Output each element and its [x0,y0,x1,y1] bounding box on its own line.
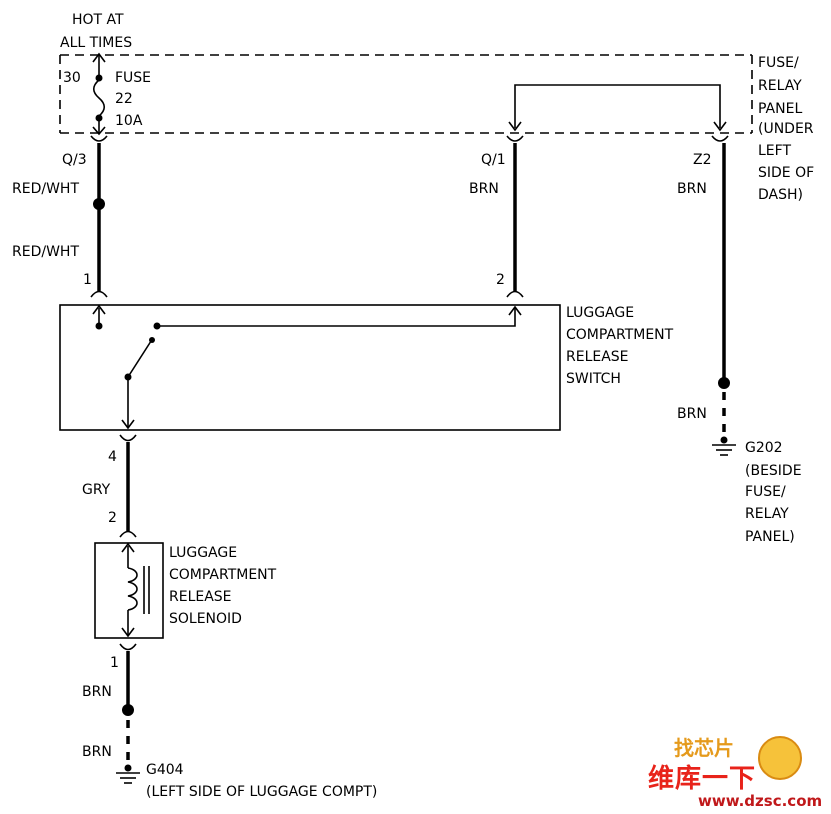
ground-g202-symbol [712,436,736,456]
panel-label-1: FUSE/ [758,55,799,71]
panel-label-7: DASH) [758,187,803,203]
power-feed [92,52,106,136]
switch-pin2-label: 2 [496,272,505,288]
connector-q3-label: Q/3 [62,152,87,168]
switch-label-3: RELEASE [566,349,629,365]
panel-label-3: PANEL [758,101,802,117]
switch-label-1: LUGGAGE [566,305,634,321]
splice-dot [718,377,730,389]
splice-dot [122,704,134,716]
switch-label-4: SWITCH [566,371,621,387]
switch-box [59,304,561,431]
g202-label-4: RELAY [745,506,789,522]
terminal-30-label: 30 [63,70,81,86]
fuse-rating-label: 10A [115,113,143,129]
ground-g404-symbol [116,764,140,784]
g202-label-5: PANEL) [745,529,795,545]
solenoid-label-4: SOLENOID [169,611,242,627]
solenoid-box [94,542,164,639]
wire-brn-solenoid [119,643,137,764]
switch-pin4-label: 4 [108,449,117,465]
wire-brn-q1 [506,135,524,298]
fuse-symbol [92,79,106,117]
fuse-relay-panel-boundary [59,54,753,134]
wire-gry [119,434,137,538]
switch-blade [127,337,154,378]
watermark-top-text: 找芯片 [674,736,734,760]
switch-pin1-label: 1 [83,272,92,288]
wire-brn-g202-label: BRN [677,406,707,422]
panel-label-4: (UNDER [758,121,814,137]
solenoid-label-1: LUGGAGE [169,545,237,561]
solenoid-pin2-label: 2 [108,510,117,526]
hot-at-label: HOT AT [72,12,124,28]
panel-label-5: LEFT [758,143,791,159]
panel-label-2: RELAY [758,78,802,94]
g404-label-1: G404 [146,762,184,778]
splice-dot [93,198,105,210]
watermark-logo: 找芯片 维库一下 www.dzsc.com [640,728,828,812]
wire-brn-q1-label: BRN [469,181,499,197]
fuse-number-label: 22 [115,91,133,107]
panel-jumper [508,84,727,132]
g202-label-2: (BESIDE [745,463,802,479]
wire-brn-z2 [711,135,730,436]
fuse-label: FUSE [115,70,151,86]
wire-red-wht [90,135,108,298]
g202-label-1: G202 [745,440,783,456]
wire-brn-z2-label: BRN [677,181,707,197]
wire-gry-label: GRY [82,482,111,498]
connector-q1-label: Q/1 [481,152,506,168]
solenoid-label-2: COMPARTMENT [169,567,277,583]
g404-label-2: (LEFT SIDE OF LUGGAGE COMPT) [146,784,377,800]
connector-z2-label: Z2 [693,152,712,168]
all-times-label: ALL TIMES [60,35,132,51]
wire-red-wht-upper-label: RED/WHT [12,181,79,197]
watermark-brand: 维库一下 [648,764,757,794]
wire-red-wht-lower-label: RED/WHT [12,244,79,260]
wire-brn-solenoid-label: BRN [82,684,112,700]
solenoid-coil [127,567,138,611]
g202-label-3: FUSE/ [745,484,786,500]
solenoid-label-3: RELEASE [169,589,232,605]
switch-label-2: COMPARTMENT [566,327,674,343]
solenoid-pin1-label: 1 [110,655,119,671]
wire-brn-g404-label: BRN [82,744,112,760]
panel-label-6: SIDE OF [758,165,814,181]
watermark-url: www.dzsc.com [698,792,823,810]
mascot-icon [758,736,802,780]
